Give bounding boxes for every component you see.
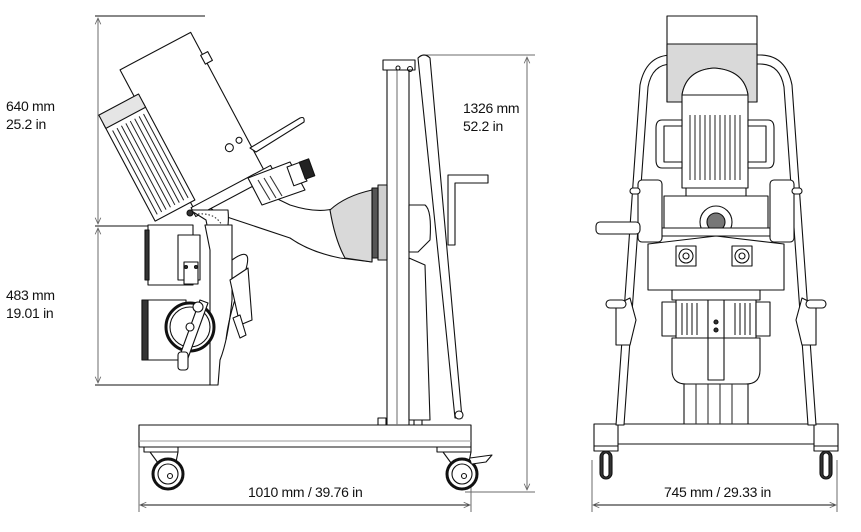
dim-head-height-imperial: 25.2 in (6, 116, 46, 132)
grab-handle-right (747, 119, 775, 169)
roller-right (731, 245, 753, 267)
roller-left (675, 245, 697, 267)
dim-lower-height-imperial: 19.01 in (6, 305, 54, 321)
dim-length-text: 1010 mm / 39.76 in (248, 484, 363, 500)
caster-right (436, 446, 493, 491)
dim-label-width: 745 mm / 29.33 in (664, 483, 771, 501)
feed-unit (247, 158, 316, 206)
trolley-base (138, 424, 472, 448)
dim-label-head-height: 640 mm 25.2 in (6, 97, 55, 133)
front-caster-left (593, 445, 619, 480)
lift-mast (386, 62, 410, 426)
crank-handle (447, 174, 489, 246)
dim-total-height-imperial: 52.2 in (463, 118, 503, 134)
motor-head (98, 31, 276, 222)
front-view (593, 15, 839, 480)
side-view (98, 31, 493, 491)
crank-stub (595, 221, 641, 235)
clamp-plate (647, 235, 785, 291)
front-caster-right (813, 445, 839, 480)
dimension-lines (95, 15, 838, 512)
dim-label-total-height: 1326 mm 52.2 in (463, 99, 520, 135)
dim-label-lower-height: 483 mm 19.01 in (6, 286, 55, 322)
dim-lower-height-metric: 483 mm (6, 287, 55, 303)
caster-left (143, 446, 185, 491)
handle-frame (615, 54, 817, 426)
push-handle (417, 54, 463, 419)
front-base (599, 423, 831, 445)
dim-total-height-metric: 1326 mm (463, 100, 520, 116)
dim-width-text: 745 mm / 29.33 in (664, 484, 771, 500)
dim-head-height-metric: 640 mm (6, 98, 55, 114)
grab-handle-left (655, 119, 683, 169)
dim-label-length: 1010 mm / 39.76 in (248, 483, 363, 501)
front-column (683, 383, 749, 425)
